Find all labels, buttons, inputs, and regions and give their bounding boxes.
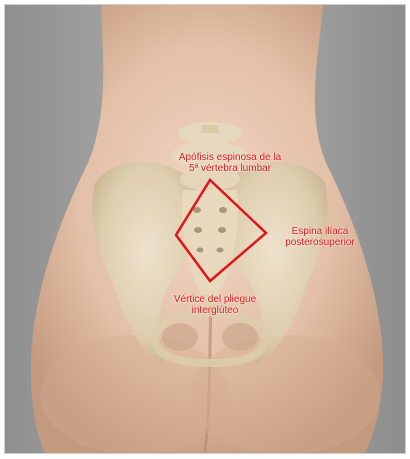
label-psis: Espina ilíaca posterosuperior (275, 226, 365, 248)
label-gluteal-line1: Vértice del pliegue (165, 294, 265, 305)
label-psis-line1: Espina ilíaca (275, 226, 365, 237)
right-buttock-shade (190, 335, 380, 453)
label-gluteal-line2: interglúteo (165, 305, 265, 316)
label-l5-line2: 5ª vértebra lumbar (173, 163, 287, 174)
label-l5-line1: Apófisis espinosa de la (173, 152, 287, 163)
label-gluteal-fold: Vértice del pliegue interglúteo (165, 294, 265, 316)
label-psis-line2: posterosuperior (275, 237, 365, 248)
illustration-frame: Apófisis espinosa de la 5ª vértebra lumb… (4, 4, 406, 454)
label-l5-spinous-process: Apófisis espinosa de la 5ª vértebra lumb… (173, 152, 287, 174)
